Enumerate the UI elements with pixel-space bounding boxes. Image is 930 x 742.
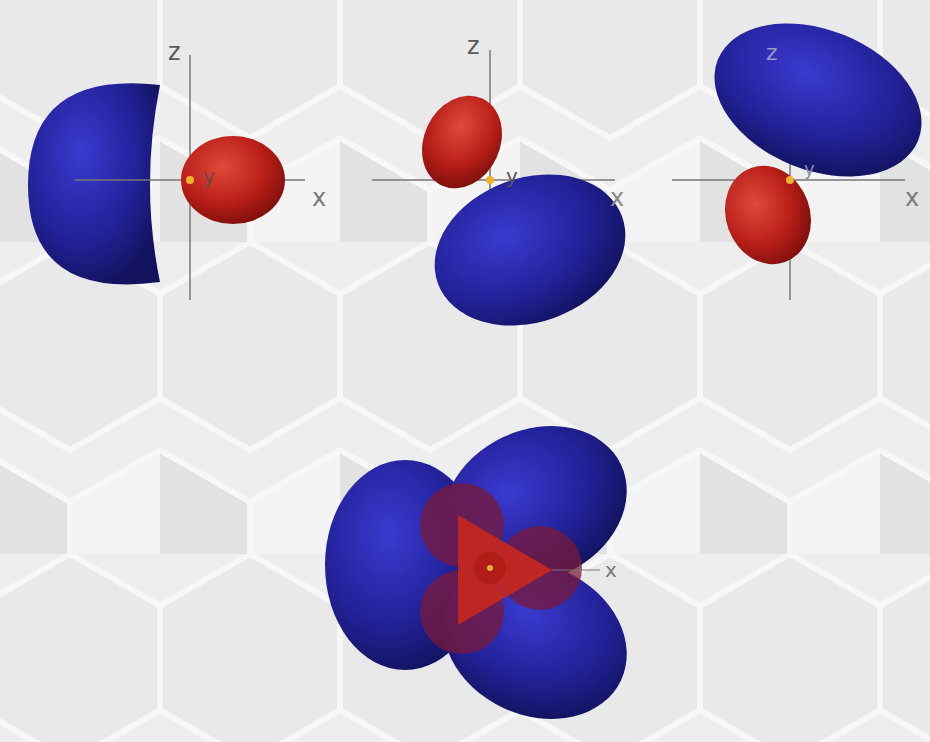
axis-label: z xyxy=(766,42,778,64)
axis-label: y xyxy=(506,166,518,186)
axis-label: x xyxy=(312,186,326,210)
axis-label: z xyxy=(467,34,480,58)
orbital-panel-2 xyxy=(372,50,647,351)
axis-label: y xyxy=(203,166,215,186)
axis-label: x xyxy=(605,560,617,580)
orbital-combined xyxy=(325,397,653,742)
axis-label: z xyxy=(168,40,181,64)
axis-label: x xyxy=(610,186,624,210)
orbital-panel-1 xyxy=(28,55,305,300)
axis-label: y xyxy=(804,160,815,178)
orbital-panel-3 xyxy=(672,0,930,300)
axis-label: x xyxy=(905,186,919,210)
